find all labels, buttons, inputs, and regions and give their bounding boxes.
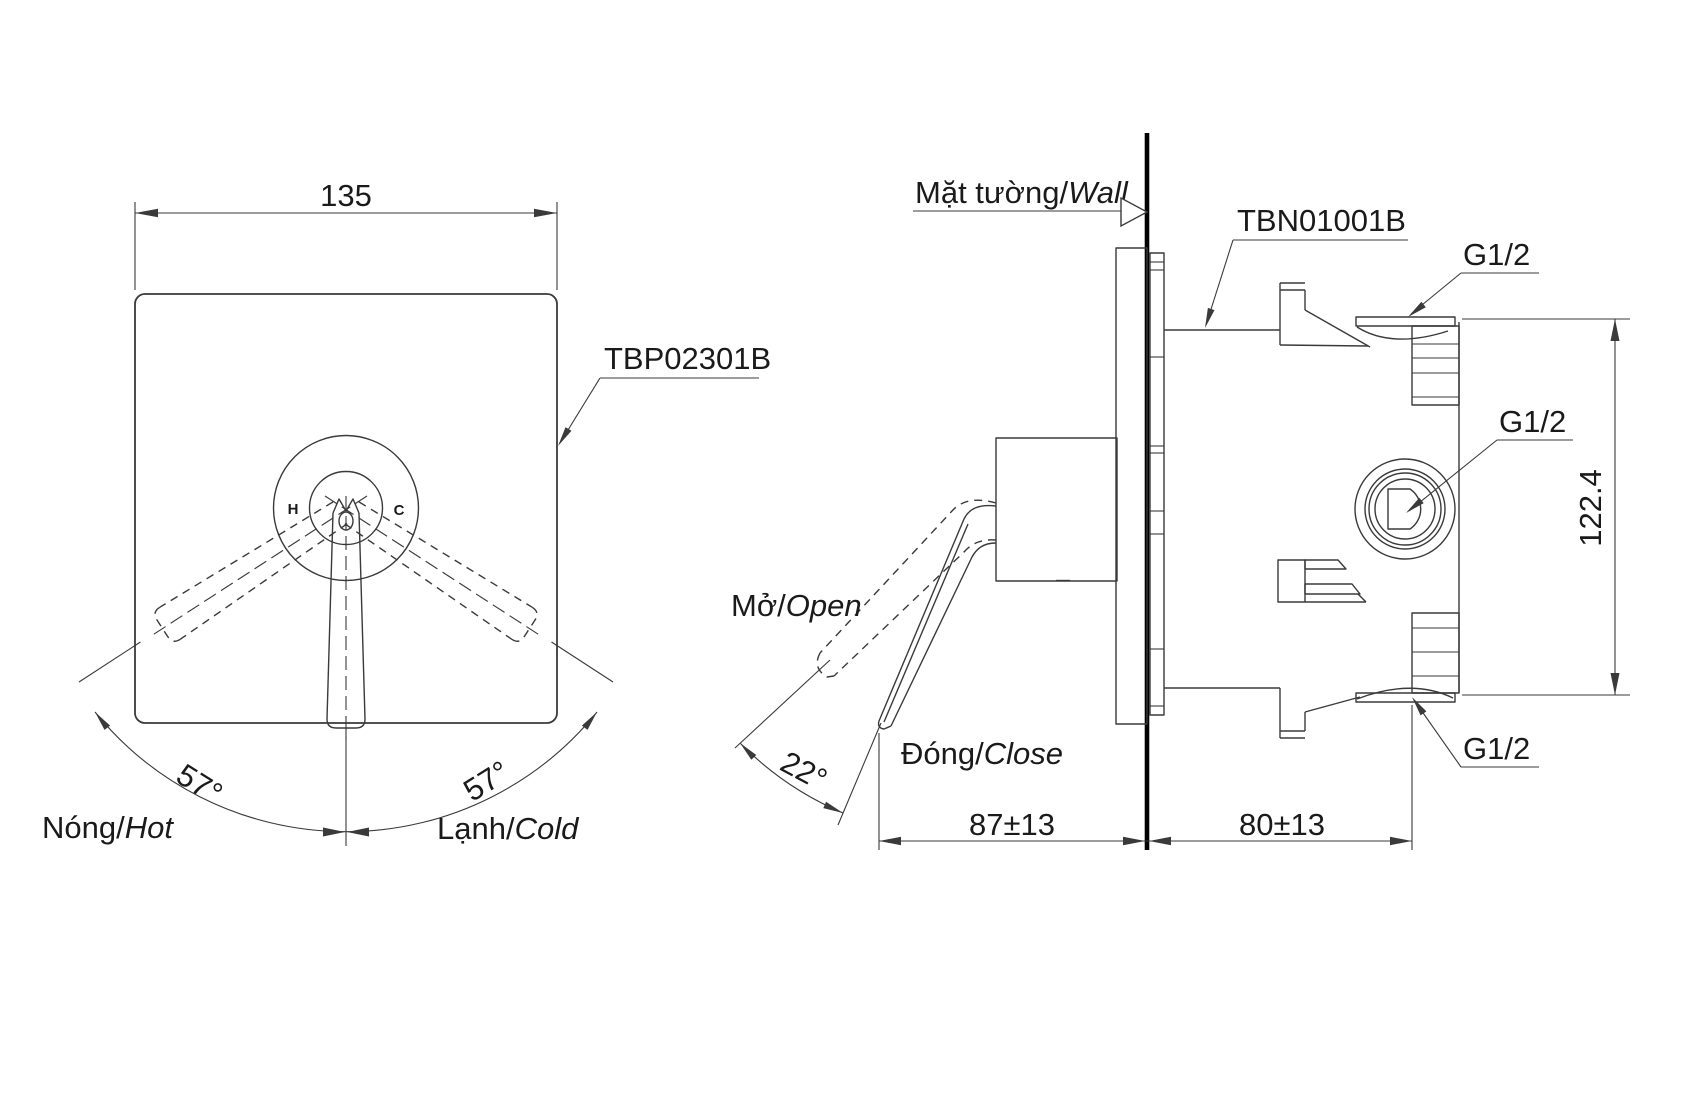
thread-label-top: G1/2 <box>1408 237 1539 317</box>
handle-position-hot-dashed <box>154 501 348 642</box>
retaining-clip <box>1277 559 1367 603</box>
lever-open-dashed <box>816 499 997 678</box>
svg-text:G1/2: G1/2 <box>1463 731 1530 766</box>
front-part-label: TBP02301B <box>558 341 771 446</box>
hot-label: Nóng/Hot <box>42 810 174 845</box>
open-angle-text: 22° <box>775 744 833 797</box>
svg-text:G1/2: G1/2 <box>1499 404 1566 439</box>
open-angle-dimension: 22° <box>734 659 882 826</box>
open-label: Mở/Open <box>731 588 862 623</box>
valve-body <box>1164 282 1460 739</box>
wall-pointer-triangle <box>1120 196 1149 228</box>
width-dimension-text: 135 <box>320 178 372 213</box>
hot-port-letter: H <box>288 501 299 518</box>
handle-centerlines <box>150 495 542 740</box>
height-dimension-text: 122.4 <box>1573 469 1608 547</box>
thread-label-bottom: G1/2 <box>1412 697 1539 768</box>
front-depth-text: 87±13 <box>969 807 1055 842</box>
center-port <box>1354 458 1456 560</box>
side-view: Mặt tường/Wall <box>731 133 1630 850</box>
mount-strip <box>1149 252 1165 716</box>
wall-label: Mặt tường/Wall <box>913 175 1149 228</box>
svg-text:G1/2: G1/2 <box>1463 237 1530 272</box>
swing-angle-left-text: 57° <box>170 757 228 812</box>
cold-port-letter: C <box>394 502 405 519</box>
handle-position-cold-dashed <box>344 501 538 642</box>
escutcheon-side <box>1115 247 1148 725</box>
front-part-code: TBP02301B <box>604 341 771 376</box>
side-part-label: TBN01001B <box>1205 203 1408 328</box>
depth-dimensions: 87±13 80±13 <box>878 705 1413 850</box>
front-view: 135 TBP02301B H C <box>42 178 771 846</box>
cold-label: Lạnh/Cold <box>437 811 580 846</box>
thread-label-center: G1/2 <box>1406 404 1573 513</box>
svg-text:Mặt tường/Wall: Mặt tường/Wall <box>915 175 1129 210</box>
width-dimension: 135 <box>134 178 558 290</box>
handle-hub-side <box>995 437 1118 582</box>
back-depth-text: 80±13 <box>1239 807 1325 842</box>
swing-angle-right-text: 57° <box>457 754 515 809</box>
height-dimension: 122.4 <box>1462 318 1630 696</box>
close-label: Đóng/Close <box>901 736 1063 771</box>
side-part-code: TBN01001B <box>1237 203 1406 238</box>
